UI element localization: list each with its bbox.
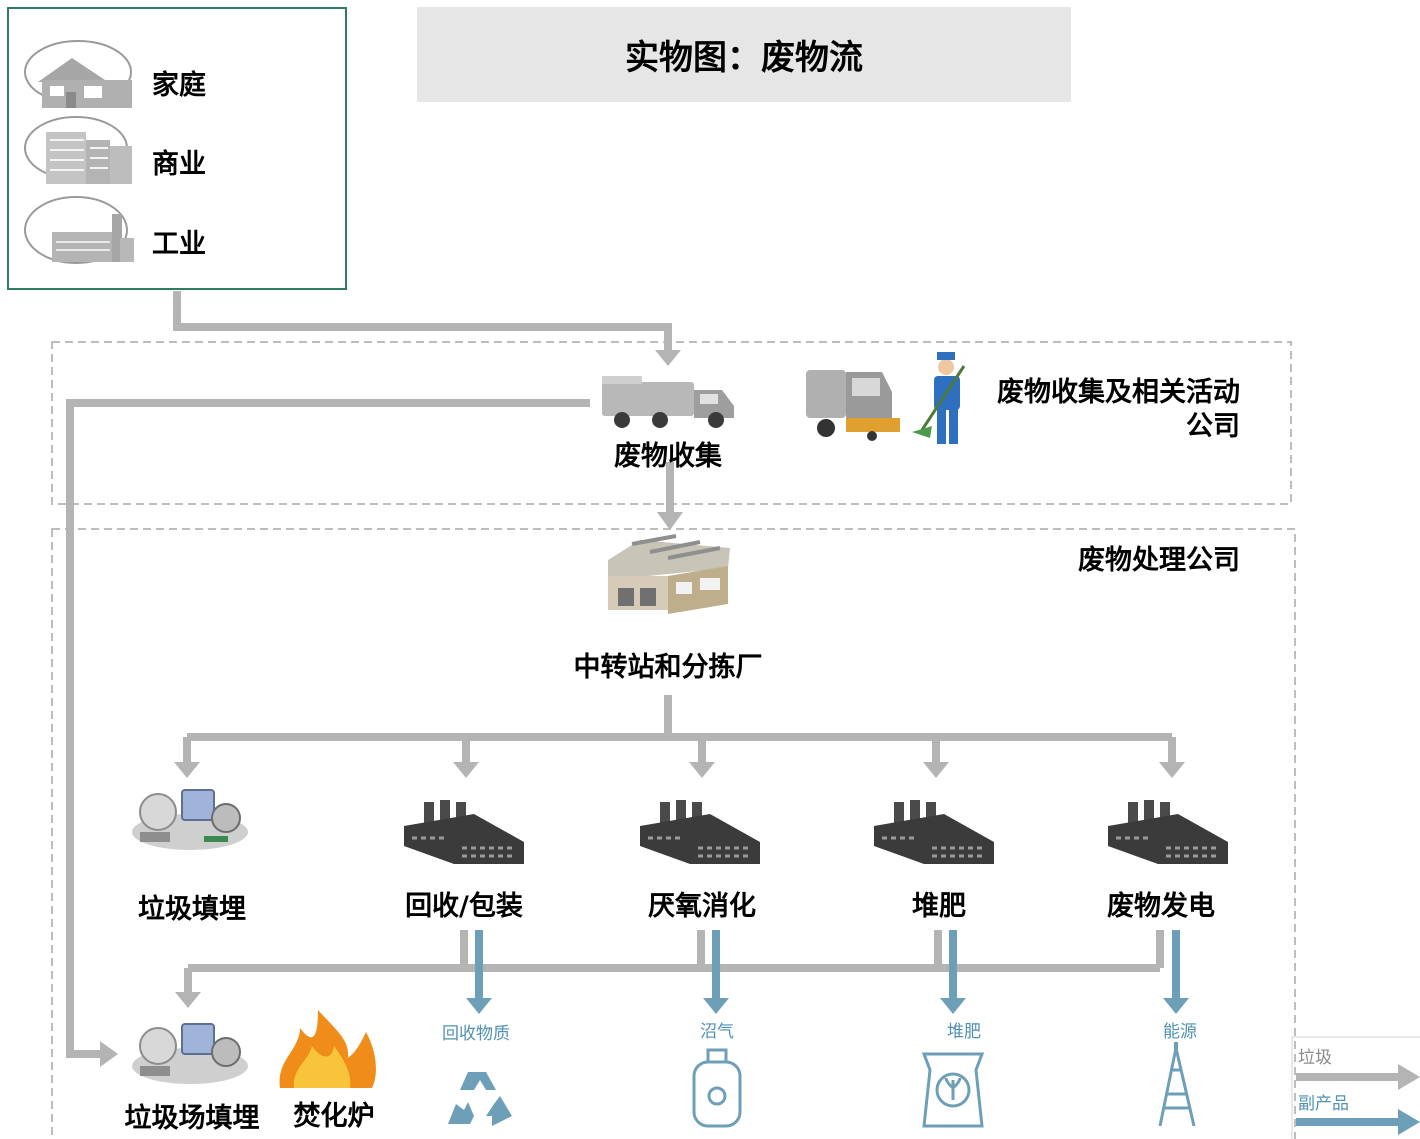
output-landfill-site: 垃圾场填埋 — [124, 1103, 260, 1134]
arrowhead — [703, 998, 729, 1014]
byproduct-energy: 能源 — [1163, 1022, 1197, 1042]
byproduct-compost: 堆肥 — [947, 1022, 981, 1042]
factory-energy-icon — [1108, 800, 1228, 864]
factory-building-icon — [24, 196, 134, 264]
collection-zone-label-line2: 公司 — [1186, 411, 1240, 442]
flow-sources-to-collection — [173, 291, 672, 350]
street-sweeper-icon — [806, 370, 900, 441]
arrowhead — [657, 512, 683, 530]
arrowhead — [940, 998, 966, 1014]
waste-arrowheads — [100, 350, 1420, 1090]
node-composting: 堆肥 — [912, 891, 966, 922]
office-building-icon — [24, 116, 132, 184]
arrowhead — [100, 1041, 118, 1067]
byproduct-biogas: 沼气 — [700, 1022, 734, 1042]
byproduct-flow-lines — [475, 930, 1400, 1126]
street-cleaner-icon — [912, 352, 966, 444]
node-recycling-packaging: 回收/包装 — [405, 891, 523, 922]
collection-zone-label-line1: 废物收集及相关活动 — [997, 377, 1240, 408]
landfill-icon — [132, 789, 248, 850]
waste-sources-panel — [7, 7, 347, 290]
source-label-commercial: 商业 — [152, 149, 206, 180]
landfill-site-icon — [132, 1023, 248, 1084]
processing-zone-label: 废物处理公司 — [1078, 545, 1240, 576]
recycle-icon — [448, 1072, 512, 1126]
page-title: 实物图：废物流 — [625, 38, 863, 78]
energy-tower-icon — [1158, 1042, 1196, 1127]
source-label-households: 家庭 — [152, 70, 206, 101]
legend-byproduct-label: 副产品 — [1298, 1094, 1349, 1114]
legend-byproduct-arrowhead — [1398, 1109, 1420, 1135]
arrowhead — [655, 350, 681, 366]
gas-cylinder-icon — [692, 1048, 742, 1128]
byproduct-arrowheads — [466, 998, 1420, 1135]
fire-icon — [279, 1010, 376, 1088]
house-icon — [24, 40, 132, 108]
arrowhead — [174, 762, 200, 778]
legend-waste-arrowhead — [1398, 1064, 1420, 1090]
arrowhead — [453, 762, 479, 778]
sorting-plant-icon — [608, 534, 730, 614]
legend-waste-label: 垃圾 — [1298, 1048, 1332, 1068]
flow-hub-split — [183, 695, 1176, 765]
flow-residue-return — [184, 930, 1164, 995]
arrowhead — [1159, 762, 1185, 778]
byproduct-recycled-materials: 回收物质 — [442, 1024, 510, 1044]
output-incinerator: 焚化炉 — [293, 1101, 375, 1132]
factory-compost-icon — [874, 800, 994, 864]
arrowhead — [466, 998, 492, 1014]
node-landfill: 垃圾填埋 — [138, 894, 246, 925]
factory-digestion-icon — [640, 800, 760, 864]
arrowhead — [689, 762, 715, 778]
compost-bag-icon — [921, 1052, 985, 1128]
factory-recycling-icon — [404, 800, 524, 864]
processing-zone — [51, 528, 1296, 1139]
node-transfer-sorting-station: 中转站和分拣厂 — [573, 652, 763, 683]
flow-collection-to-landfill — [66, 399, 590, 1058]
arrowhead — [175, 992, 201, 1008]
waste-flow-lines — [66, 291, 1400, 1081]
garbage-truck-icon — [602, 376, 734, 428]
node-anaerobic-digestion: 厌氧消化 — [648, 891, 756, 922]
node-waste-collection: 废物收集 — [614, 441, 722, 472]
legend-frame — [1291, 1036, 1420, 1139]
node-waste-to-energy: 废物发电 — [1107, 891, 1215, 922]
title-banner: 实物图：废物流 — [417, 7, 1071, 102]
source-label-industrial: 工业 — [152, 229, 206, 260]
arrowhead — [1163, 998, 1189, 1014]
arrowhead — [923, 762, 949, 778]
